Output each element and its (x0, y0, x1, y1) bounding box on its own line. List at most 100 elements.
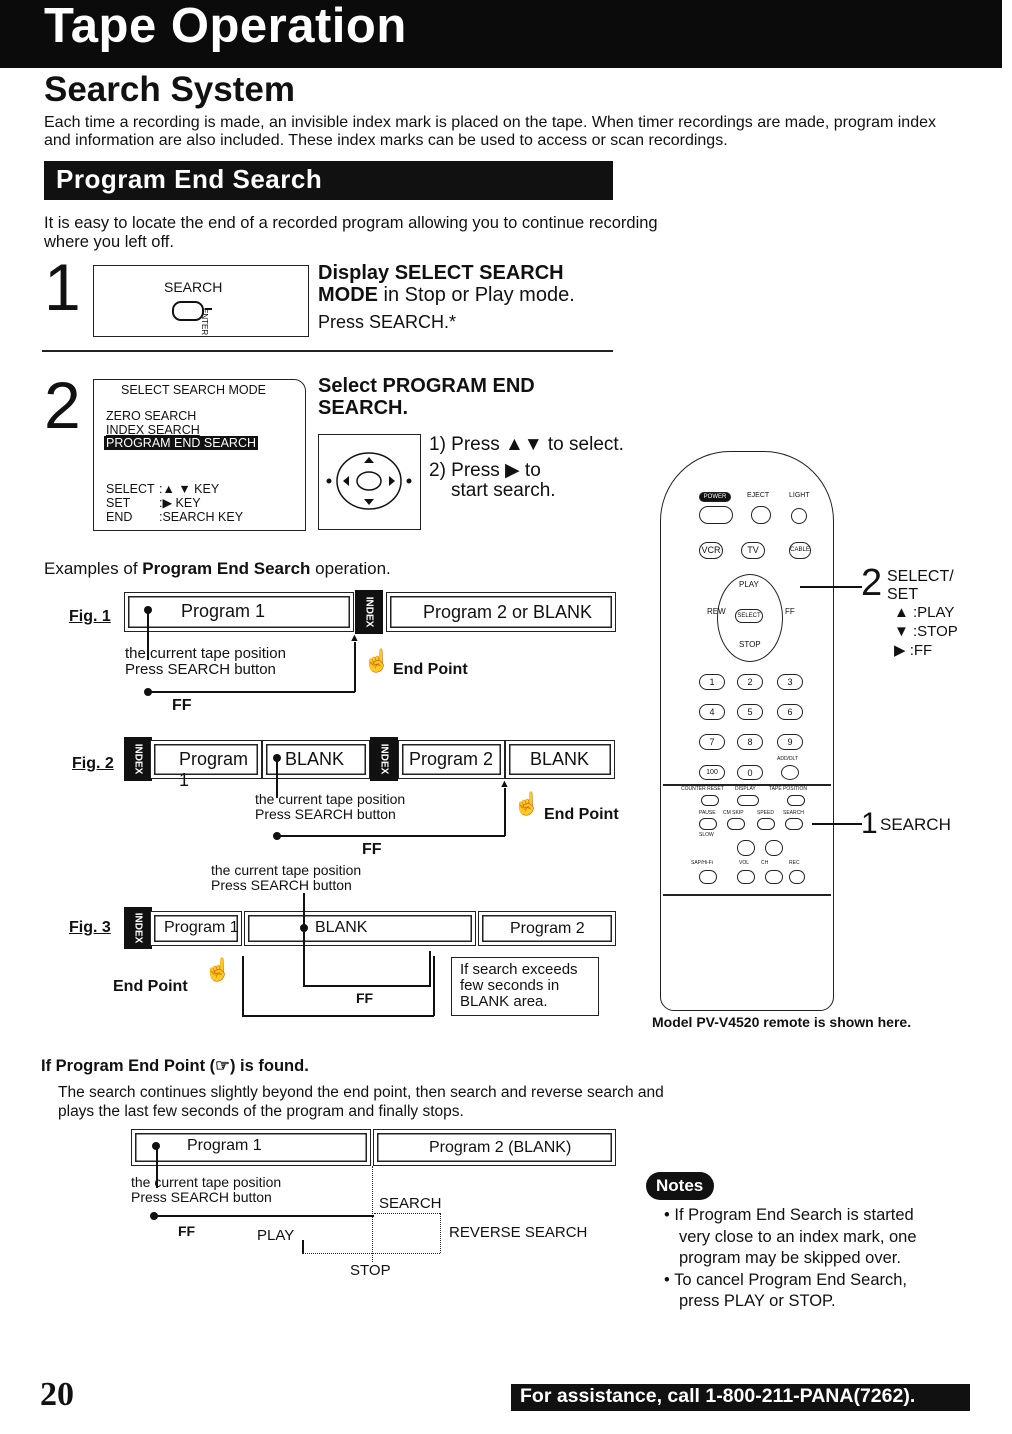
index-mark-label: INDEX (132, 743, 144, 775)
vol-down-button[interactable] (737, 870, 755, 884)
reverse-search-label: REVERSE SEARCH (449, 1224, 588, 1241)
examples-suffix: operation. (310, 559, 391, 578)
ff-line (303, 985, 431, 987)
add-dlt-button[interactable] (781, 765, 799, 780)
vol-up-button[interactable] (737, 840, 755, 856)
vol-label: VOL (739, 860, 750, 866)
eject-button[interactable] (751, 506, 771, 524)
step1-sub: Press SEARCH.* (318, 312, 457, 332)
cm-skip-button[interactable] (727, 818, 745, 830)
eject-label: EJECT (747, 492, 770, 499)
fig2-label: Fig. 2 (72, 755, 114, 772)
remote-control: POWER EJECT LIGHT VCR TV CABLE PLAY REW … (660, 451, 834, 1011)
speed-button[interactable] (757, 818, 775, 830)
num-button[interactable]: 6 (777, 704, 803, 720)
press-search-text: Press SEARCH button (131, 1189, 272, 1205)
play-line (302, 1240, 304, 1254)
num-button[interactable]: 1 (699, 674, 725, 690)
ch-label: CH (761, 860, 769, 866)
step1-illustration: SEARCH ENTER (93, 265, 309, 337)
ff-start-dot (150, 1212, 158, 1220)
display-button[interactable] (737, 795, 759, 806)
notes-line: press PLAY or STOP. (679, 1292, 836, 1310)
index-mark-label: INDEX (378, 743, 390, 775)
num-button[interactable]: 7 (699, 734, 725, 750)
press-search-text: Press SEARCH button (255, 806, 396, 822)
osd-heading: SELECT SEARCH MODE (121, 383, 266, 397)
cable-button[interactable]: CABLE (789, 542, 811, 559)
position-dot (300, 924, 308, 932)
endpoint-label: End Point (113, 978, 188, 995)
pause-button[interactable] (699, 818, 717, 830)
segment-label: Program 2 or BLANK (423, 602, 593, 622)
callout1-title: SEARCH (880, 815, 951, 834)
notes-list: • If Program End Search is started very … (664, 1205, 917, 1313)
notes-line: very close to an index mark, one (679, 1227, 917, 1246)
osd-help-value: :SEARCH KEY (159, 510, 244, 524)
light-button[interactable] (791, 508, 807, 524)
power-button[interactable] (699, 506, 733, 524)
step1-title: Display SELECT SEARCH (318, 262, 564, 284)
current-position-text: the current tape position (125, 645, 286, 662)
tape-position-button[interactable] (787, 795, 805, 806)
callout2-title: SET (887, 586, 919, 603)
page-header: Tape Operation (0, 0, 1002, 68)
num-button[interactable]: 9 (777, 734, 803, 750)
callout1-number: 1 (861, 807, 878, 840)
sap-button[interactable] (699, 870, 717, 884)
play-label: PLAY (739, 580, 759, 589)
current-position-text: the current tape position (211, 862, 362, 878)
func-label: DISPLAY (735, 786, 756, 792)
step1-title-line2: MODE in Stop or Play mode. (318, 284, 575, 306)
tv-button[interactable]: TV (741, 542, 765, 559)
num-button[interactable]: 5 (737, 704, 763, 720)
fig2-segment: BLANK (505, 740, 615, 779)
fig2-segment: Program 1 (150, 740, 262, 790)
segment-label: BLANK (285, 749, 345, 769)
position-line (303, 893, 305, 985)
position-line (156, 1146, 158, 1188)
num-button[interactable]: 100 (699, 765, 725, 780)
endpoint-label: End Point (544, 806, 619, 823)
select-button[interactable]: SELECT (735, 609, 763, 623)
bracket-line (242, 956, 244, 1016)
step1-mode: MODE (318, 284, 378, 306)
ff-start-dot (144, 688, 152, 696)
stop-label: STOP (350, 1262, 391, 1279)
search-button[interactable] (785, 818, 803, 830)
power-label[interactable]: POWER (699, 492, 731, 502)
fig3-segment: Program 2 (478, 911, 616, 946)
fig3-segment: BLANK (244, 911, 476, 946)
found-body: The search continues slightly beyond the… (58, 1084, 664, 1120)
vcr-button[interactable]: VCR (699, 542, 723, 559)
ch-down-button[interactable] (765, 870, 783, 884)
pointing-hand-icon: ☝ (363, 648, 391, 673)
assistance-text: For assistance, call 1-800-211-PANA(7262… (520, 1385, 916, 1407)
num-button[interactable]: 8 (737, 734, 763, 750)
rec-button[interactable] (789, 870, 805, 884)
num-button[interactable]: 2 (737, 674, 763, 690)
pointing-hand-icon: ☝ (204, 957, 232, 982)
notes-line: • If Program End Search is started (664, 1206, 914, 1224)
num-button[interactable]: 0 (737, 765, 763, 780)
index-mark: INDEX (355, 590, 383, 634)
found-title-post: ) is found. (229, 1057, 309, 1075)
fig2-segment: Program 2 (398, 740, 505, 779)
reverse-dotted (440, 1213, 441, 1253)
num-button[interactable]: 4 (699, 704, 725, 720)
callout2-number: 2 (861, 562, 883, 604)
fig1-segment: Program 2 or BLANK (386, 592, 616, 632)
func-label: SPEED (757, 810, 774, 816)
ff-line (276, 835, 505, 837)
segment-label: Program 1 (187, 1137, 262, 1154)
counter-reset-button[interactable] (701, 795, 719, 806)
fig3-segment: Program 1 (150, 911, 242, 946)
ch-up-button[interactable] (765, 840, 783, 856)
position-line (276, 758, 278, 798)
segment-label: Program 2 (BLANK) (429, 1139, 572, 1156)
num-button[interactable]: 3 (777, 674, 803, 690)
osd-help-value: :▲ ▼ KEY (159, 482, 220, 496)
examples-bold: Program End Search (142, 559, 311, 578)
ff-start-dot (273, 832, 281, 840)
